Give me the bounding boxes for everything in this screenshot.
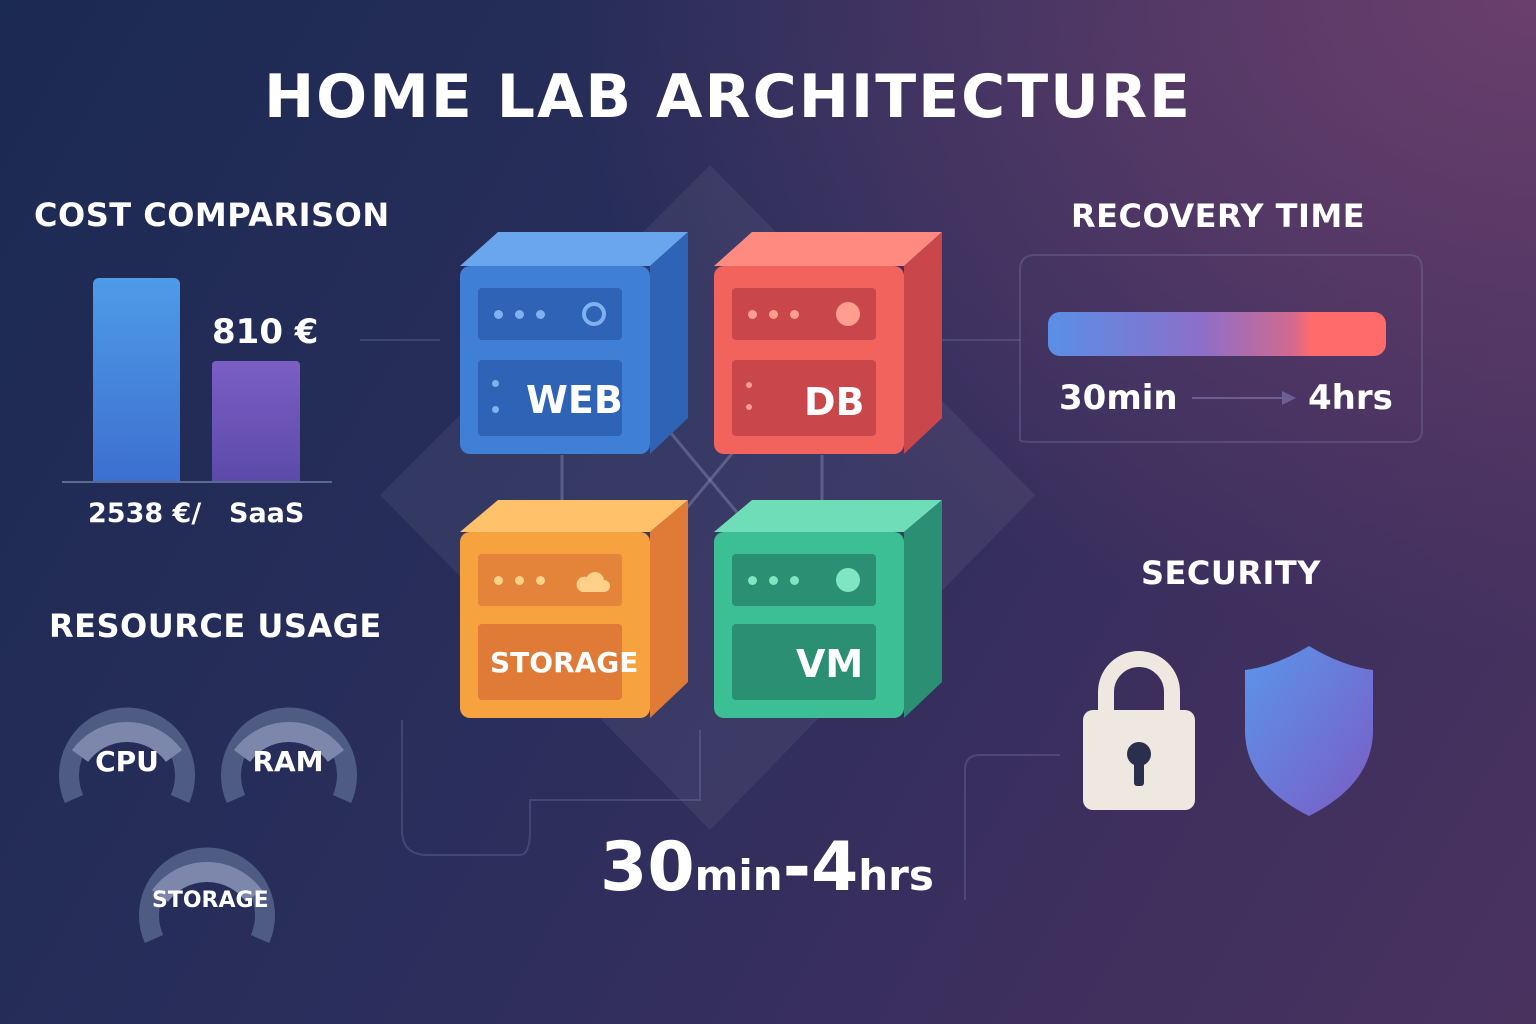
vm-server-label: VM	[796, 642, 864, 686]
recovery-min-unit: min	[694, 851, 783, 900]
vm-server-bottom-panel	[732, 624, 876, 700]
security-heading: SECURITY	[1141, 554, 1321, 592]
resource-usage-heading: RESOURCE USAGE	[49, 607, 382, 645]
cloud-icon	[576, 572, 610, 592]
recovery-max-label: 4hrs	[1308, 378, 1393, 418]
recovery-min-label: 30min	[1059, 378, 1178, 418]
recovery-max-unit: hrs	[858, 851, 934, 900]
storage-gauge-label: STORAGE	[152, 888, 269, 913]
ram-gauge	[221, 707, 357, 804]
cost-comparison-heading: COST COMPARISON	[34, 196, 390, 234]
web-power-icon	[582, 302, 606, 326]
recovery-max-number: 4	[810, 828, 859, 907]
recovery-time-summary: 30min-4hrs	[600, 828, 934, 907]
storage-gauge	[139, 847, 275, 944]
recovery-min-number: 30	[600, 828, 695, 907]
web-server-bottom-panel	[478, 360, 622, 436]
db-server-label: DB	[804, 380, 865, 424]
storage-server-bottom-panel	[478, 624, 622, 700]
db-server-bottom-panel	[732, 360, 876, 436]
vm-power-icon	[836, 568, 860, 592]
shield-icon	[1245, 646, 1373, 816]
storage-server-label: STORAGE	[490, 646, 639, 679]
page-title: HOME LAB ARCHITECTURE	[263, 62, 1193, 132]
cost-bar-homelab	[93, 278, 180, 482]
arrow-right-icon	[1192, 391, 1296, 405]
recovery-separator: -	[782, 828, 811, 907]
db-status-dots	[748, 310, 799, 319]
homelab-cost-label: 2538 €/	[88, 498, 202, 529]
db-power-icon	[836, 302, 860, 326]
chart-baseline	[62, 481, 332, 483]
cpu-gauge-label: CPU	[95, 745, 159, 778]
saas-label: SaaS	[229, 498, 305, 529]
padlock-icon	[1083, 651, 1195, 810]
vm-status-dots	[748, 576, 799, 585]
web-server-label: WEB	[526, 378, 623, 422]
recovery-time-bar	[1048, 312, 1386, 356]
recovery-time-heading: RECOVERY TIME	[1071, 197, 1366, 235]
web-led-icon	[492, 380, 499, 387]
cpu-gauge	[59, 707, 195, 804]
storage-status-dots	[494, 576, 545, 585]
cost-bar-saas	[212, 361, 300, 482]
saas-cost-value: 810 €	[212, 312, 319, 352]
db-led-icon	[746, 382, 752, 388]
web-status-dots	[494, 310, 545, 319]
ram-gauge-label: RAM	[252, 745, 324, 778]
